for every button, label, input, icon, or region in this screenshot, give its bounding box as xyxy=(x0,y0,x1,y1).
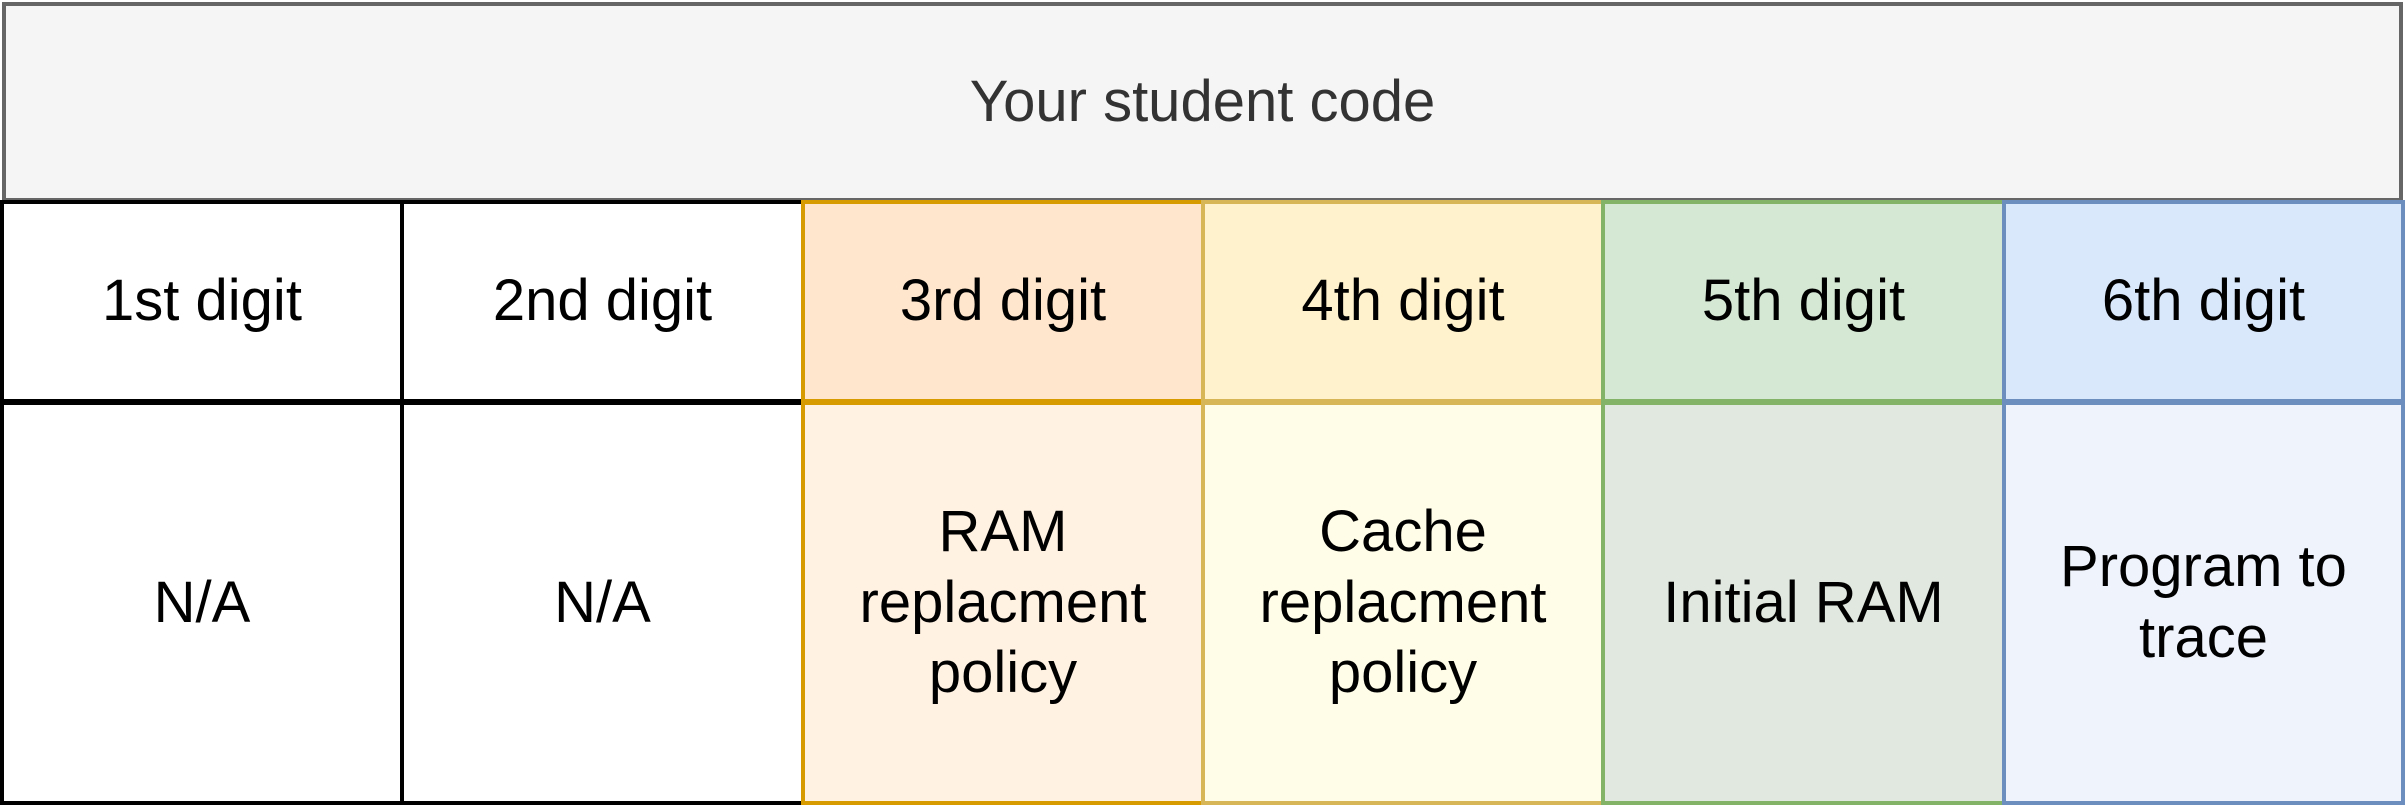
digit-3-cell: 3rd digit xyxy=(801,200,1205,403)
digit-1-cell: 1st digit xyxy=(0,200,404,403)
digit-2-cell: 2nd digit xyxy=(400,200,805,403)
role-3-cell: RAM replacment policy xyxy=(801,401,1205,805)
role-6-cell: Program to trace xyxy=(2002,401,2405,805)
digit-5-cell: 5th digit xyxy=(1601,200,2006,403)
role-4-cell: Cache replacment policy xyxy=(1201,401,1605,805)
role-2-cell: N/A xyxy=(400,401,805,805)
student-code-header: Your student code xyxy=(2,2,2403,202)
digit-4-cell: 4th digit xyxy=(1201,200,1605,403)
role-1-cell: N/A xyxy=(0,401,404,805)
digit-6-cell: 6th digit xyxy=(2002,200,2405,403)
role-5-cell: Initial RAM xyxy=(1601,401,2006,805)
